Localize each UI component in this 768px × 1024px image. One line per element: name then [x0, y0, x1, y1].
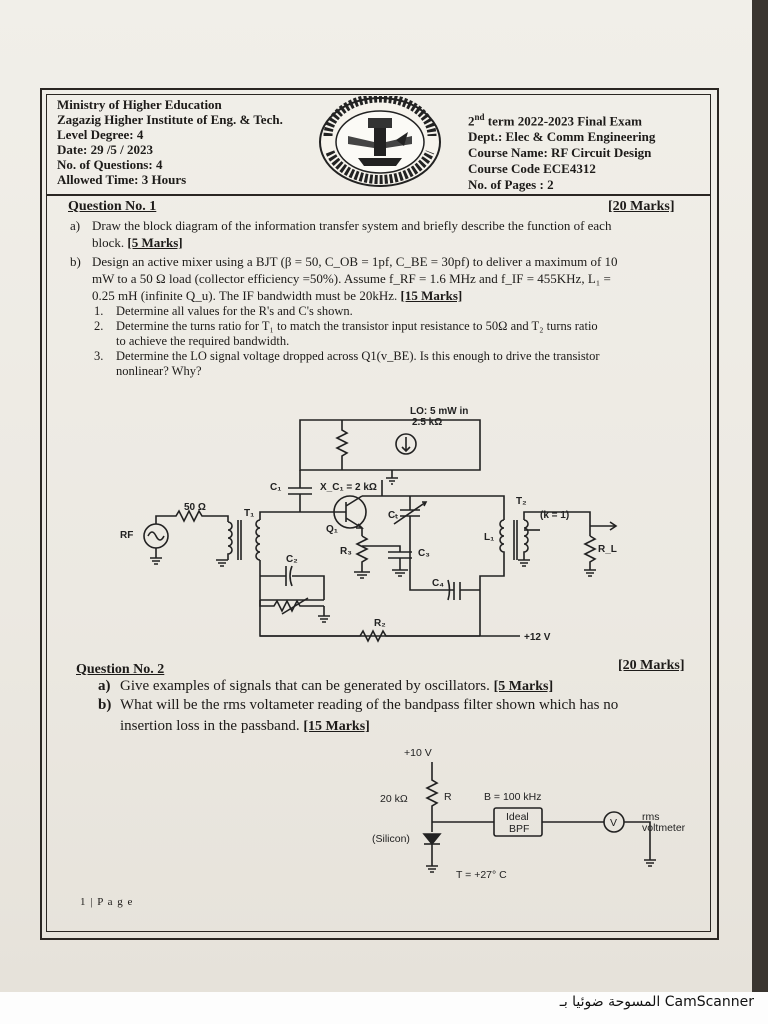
q2-marks: [20 Marks] — [618, 658, 685, 673]
q1-item-3: 3.Determine the LO signal voltage droppe… — [94, 349, 600, 363]
q1-item-3-cont: nonlinear? Why? — [116, 364, 202, 378]
rl-label: R_L — [598, 544, 617, 555]
q1-item-1: 1.Determine all values for the R's and C… — [94, 304, 353, 318]
t1-label: T₁ — [244, 508, 254, 519]
q2-a-text: Give examples of signals that can be gen… — [120, 678, 490, 694]
q2-b-line2-wrap: insertion loss in the passband. [15 Mark… — [120, 718, 370, 735]
bpf-circuit: +10 V 20 kΩ R B = 100 kHz Ideal BPF V rm… — [372, 747, 686, 881]
c1-label: C₁ — [270, 482, 281, 493]
q1-a-line2-wrap: block. [5 Marks] — [92, 235, 183, 251]
q2-title: Question No. 2 — [76, 662, 165, 677]
temp-label: T = +27° C — [456, 869, 507, 881]
header-date: Date: 29 /5 / 2023 — [57, 142, 154, 157]
header-course-code: Course Code ECE4312 — [468, 161, 596, 177]
page-footer: 1 | P a g e — [80, 896, 134, 908]
page-border-inner — [46, 94, 711, 932]
q1-a-label: a) — [70, 218, 81, 233]
source-resistor-label: 50 Ω — [184, 502, 206, 513]
l1-label: L₁ — [484, 532, 494, 543]
ct-label: Cₜ — [388, 510, 398, 521]
t2-label: T₂ — [516, 496, 527, 507]
q1-items: 1.Determine all values for the R's and C… — [94, 304, 600, 379]
header-pages: No. of Pages : 2 — [468, 177, 554, 193]
meter-label-2: voltmeter — [642, 822, 686, 834]
header-dept: Dept.: Elec & Comm Engineering — [468, 129, 656, 145]
header-course-name: Course Name: RF Circuit Design — [468, 145, 652, 161]
k-label: (k = 1) — [540, 510, 569, 521]
vcc-label: +12 V — [524, 632, 551, 643]
q1-item-2-cont: to achieve the required bandwidth. — [116, 334, 290, 348]
r3-label: R₃ — [340, 546, 352, 557]
q1-b-line3-wrap: 0.25 mH (infinite Q_u). The IF bandwidth… — [92, 288, 462, 304]
q1-marks: [20 Marks] — [608, 199, 675, 214]
q2-a-label: a) — [98, 678, 111, 694]
header-term-rest: term 2022-2023 Final Exam — [484, 113, 642, 129]
header-level: Level Degree: 4 — [57, 127, 144, 142]
xc1-label: X_C₁ = 2 kΩ — [320, 482, 377, 493]
q1-title: Question No. 1 — [68, 199, 157, 214]
header-term-sup: nd — [474, 112, 485, 122]
header-term: 2nd term 2022-2023 Final Exam — [468, 110, 655, 128]
meter-label-1: rms — [642, 811, 660, 823]
q2-a-wrap: Give examples of signals that can be gen… — [120, 678, 553, 695]
q1-a-line1: Draw the block diagram of the informatio… — [92, 218, 612, 233]
voltmeter-v: V — [610, 817, 617, 829]
camscanner-label: المسوحة ضوئيا بـ CamScanner — [559, 994, 754, 1010]
header-time: Allowed Time: 3 Hours — [57, 172, 187, 187]
header-left: Ministry of Higher Education Zagazig Hig… — [57, 97, 283, 187]
header-institute: Zagazig Higher Institute of Eng. & Tech. — [57, 112, 283, 127]
bpf-label-2: BPF — [509, 823, 529, 835]
c2-label: C₂ — [286, 554, 298, 565]
bpf-label-1: Ideal — [506, 811, 529, 823]
q1-b-marks: [15 Marks] — [400, 288, 463, 303]
q1-item-2: 2.Determine the turns ratio for T₁ to ma… — [94, 319, 598, 333]
r-name: R — [444, 791, 452, 803]
lo-label: LO: 5 mW in — [410, 406, 468, 417]
q1-a-marks: [5 Marks] — [127, 235, 183, 250]
lo-impedance: 2.5 kΩ — [412, 417, 442, 428]
q1-b-label: b) — [70, 254, 81, 269]
header-right: 2nd term 2022-2023 Final Exam Dept.: Ele… — [468, 110, 655, 192]
header-term-num: 2 — [468, 113, 475, 129]
header-ministry: Ministry of Higher Education — [57, 97, 222, 112]
q1-transistor-label: Q₁ — [326, 524, 338, 535]
c3-label: C₃ — [418, 548, 430, 559]
page-border-outer — [40, 88, 719, 940]
q2-a-marks: [5 Marks] — [493, 679, 554, 694]
rf-label: RF — [120, 530, 133, 541]
institute-logo — [319, 96, 441, 187]
diode-label: (Silicon) — [372, 833, 410, 845]
q1-b-line1: Design an active mixer using a BJT (β = … — [92, 254, 618, 269]
header-questions: No. of Questions: 4 — [57, 157, 163, 172]
q1-b-line2: mW to a 50 Ω load (collector efficiency … — [92, 271, 611, 286]
c4-label: C₄ — [432, 578, 444, 589]
r-value: 20 kΩ — [380, 793, 408, 805]
q1-b-line3: 0.25 mH (infinite Q_u). The IF bandwidth… — [92, 288, 398, 303]
bandwidth-label: B = 100 kHz — [484, 791, 542, 803]
q2-b-line1: What will be the rms voltameter reading … — [120, 697, 619, 713]
scanner-strip — [0, 992, 768, 1024]
q2-b-marks: [15 Marks] — [303, 719, 370, 734]
q1-a-line2: block. — [92, 235, 125, 250]
mixer-circuit: LO: 5 mW in 2.5 kΩ C₁ X_C₁ = 2 kΩ 50 Ω R… — [120, 406, 618, 643]
q2-b-line2: insertion loss in the passband. — [120, 718, 300, 734]
supply-label: +10 V — [404, 747, 432, 759]
q2-b-label: b) — [98, 697, 112, 713]
r2-label: R₂ — [374, 618, 386, 629]
header-divider — [46, 194, 710, 196]
